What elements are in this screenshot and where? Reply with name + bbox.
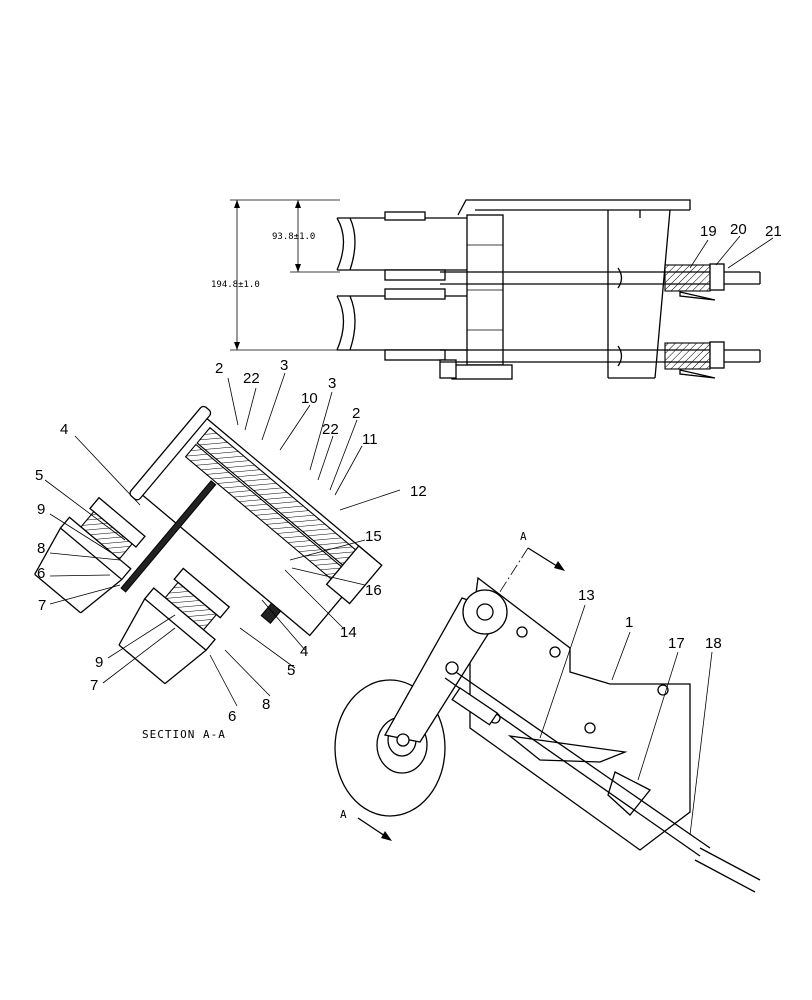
dimension-inner-text: 93.8±1.0 <box>272 232 315 242</box>
spring-lower <box>664 341 725 379</box>
hub-column <box>439 214 513 380</box>
section-marker-top: A <box>520 530 527 543</box>
callout-5-b: 5 <box>287 662 295 679</box>
leaders-side <box>539 604 713 836</box>
callout-2-b: 2 <box>352 405 360 422</box>
callout-17: 17 <box>668 635 685 652</box>
callout-19: 19 <box>700 223 717 240</box>
callout-21: 21 <box>765 223 782 240</box>
callout-10: 10 <box>301 390 318 407</box>
side-view: A A <box>334 530 761 893</box>
callout-3-a: 3 <box>280 357 288 374</box>
callout-13: 13 <box>578 587 595 604</box>
section-view: 2 22 3 3 10 22 2 11 4 12 5 9 8 6 7 15 16… <box>34 357 427 741</box>
section-body <box>34 405 383 685</box>
callout-3-b: 3 <box>328 375 336 392</box>
callout-22-a: 22 <box>243 370 260 387</box>
callout-8-b: 8 <box>262 696 270 713</box>
callout-9-b: 9 <box>95 654 103 671</box>
callout-7-b: 7 <box>90 677 98 694</box>
dimension-outer-text: 194.8±1.0 <box>211 280 260 290</box>
callout-11: 11 <box>362 431 378 448</box>
top-view: 93.8±1.0 194.8±1.0 <box>211 199 782 380</box>
spring-upper <box>664 263 725 301</box>
callout-1: 1 <box>625 614 633 631</box>
section-caption: SECTION A-A <box>142 728 226 741</box>
callout-4-a: 4 <box>60 421 68 438</box>
callout-16: 16 <box>365 582 382 599</box>
section-marker-bottom: A <box>340 808 347 821</box>
callout-7-a: 7 <box>38 597 46 614</box>
callout-20: 20 <box>730 221 747 238</box>
callout-12: 12 <box>410 483 427 500</box>
callout-22-b: 22 <box>322 421 339 438</box>
callout-6-a: 6 <box>37 565 45 582</box>
callout-8-a: 8 <box>37 540 45 557</box>
leaders-top <box>689 235 774 269</box>
callout-14: 14 <box>340 624 357 641</box>
callout-5-a: 5 <box>35 467 43 484</box>
leaders-section <box>44 372 401 707</box>
callout-2-a: 2 <box>215 360 223 377</box>
disc-lower <box>336 288 470 361</box>
callout-6-b: 6 <box>228 708 236 725</box>
adjustment-rod <box>444 661 761 893</box>
callout-9-a: 9 <box>37 501 45 518</box>
callout-4-b: 4 <box>300 643 308 660</box>
callout-15: 15 <box>365 528 382 545</box>
disc-upper <box>336 211 470 281</box>
wheel-arm <box>383 589 508 747</box>
callout-18: 18 <box>705 635 722 652</box>
dimension-lines <box>230 199 340 351</box>
